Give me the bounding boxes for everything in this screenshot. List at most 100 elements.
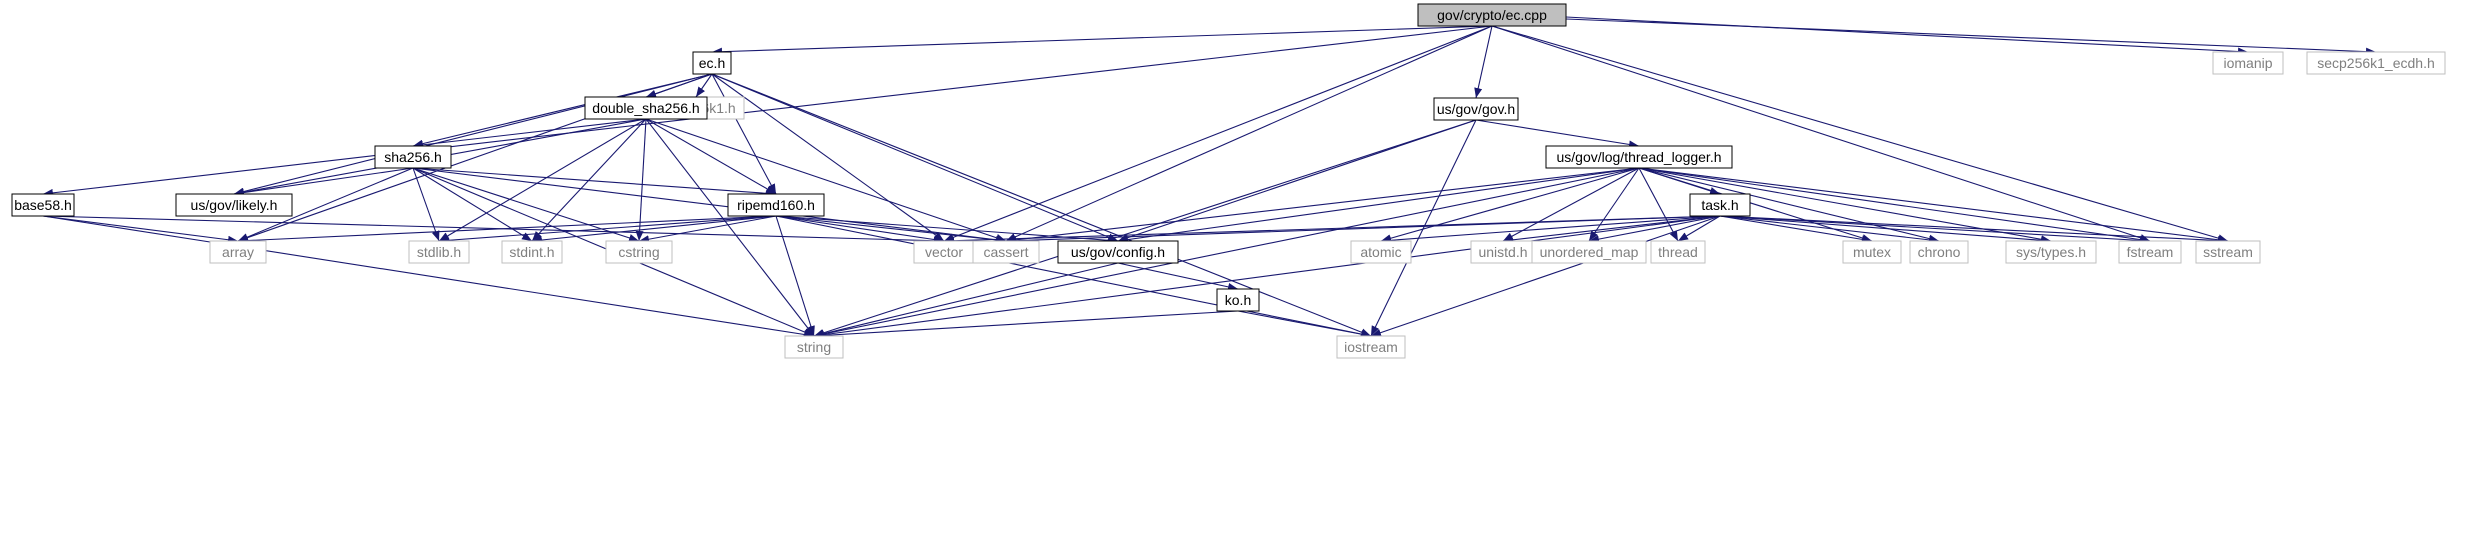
edge-tlog-to-atomic [1380,167,1640,243]
node-label: iostream [1344,339,1398,355]
edge [237,215,777,245]
edge-task-to-chrono [1719,215,1940,244]
edge-base58-to-vector [42,215,945,245]
node-label: unordered_map [1540,244,1639,260]
edge-task-to-unistd [1502,215,1721,244]
edge [412,118,647,149]
edge-ripemd-to-cassert [775,215,1007,244]
node-label: us/gov/likely.h [191,197,278,213]
edge [438,215,777,245]
node-cstring: cstring [605,240,673,264]
edge [813,119,1477,337]
edge [1638,167,1679,242]
edge-root-to-ec_h [711,25,1493,56]
node-box [1216,288,1260,312]
edge [635,118,647,242]
edge [1491,25,2151,242]
edge-task-to-cassert [1005,215,1721,245]
node-box [2212,51,2284,75]
edge [1638,167,1873,242]
node-iomanip: iomanip [2212,51,2284,75]
node-box [501,240,563,264]
node-box [1689,193,1751,217]
edge [775,215,815,337]
edge [1005,25,1493,242]
nodes-layer: gov/crypto/ec.cpp ec.h iomanip secp256k1_ec… [11,3,2446,359]
node-ecdh: secp256k1_ecdh.h [2306,51,2446,75]
edge-task-to-iostream [1370,215,1721,337]
edge-tlog-to-umap [1588,167,1640,242]
node-box [374,145,452,169]
edge [1677,215,1721,242]
edge-ripemd-to-vector [775,215,945,244]
node-label: cstring [618,244,659,260]
node-root[interactable]: gov/crypto/ec.cpp [1417,3,1567,27]
edge-root-to-ecdh [1565,18,2377,56]
node-tlog[interactable]: us/gov/log/thread_logger.h [1545,145,1733,169]
edge [1719,215,2151,245]
node-box [1909,240,1969,264]
edge [1638,167,2151,244]
node-likely[interactable]: us/gov/likely.h [175,193,293,217]
node-box [2118,240,2182,264]
node-box [175,193,293,217]
edge [1502,215,1721,244]
node-box [1531,240,1647,264]
node-config[interactable]: us/gov/config.h [1057,240,1179,264]
edge-govh-to-iostream [1370,119,1477,337]
node-label: string [797,339,831,355]
node-ripemd[interactable]: ripemd160.h [727,193,825,217]
edge-sha-to-array [237,167,414,242]
node-label: sha256.h [384,149,442,165]
edge-dsha-to-cstring [635,118,647,242]
edge-ripemd-to-string [775,215,815,337]
edge-tlog-to-mutex [1638,167,1873,242]
edge-ripemd-to-cstring [638,215,777,244]
edge [775,215,945,244]
edge-dsha-to-sha [412,118,647,149]
node-box [1417,3,1567,27]
node-box [1433,97,1519,121]
edge [1370,119,1477,337]
edge [645,118,815,337]
node-fstream: fstream [2118,240,2182,264]
edge [1565,18,2377,56]
edge-dsha-to-ripemd [645,118,777,195]
edge [1719,215,2052,245]
edge [813,310,1239,340]
edge-root-to-iomanip [1565,16,2249,56]
node-ko[interactable]: ko.h [1216,288,1260,312]
edge [1005,167,1640,244]
edge [695,73,713,98]
edge [1380,167,1640,243]
edge-govh-to-tlog [1475,119,1640,149]
edge [1117,119,1477,242]
edge-ko-to-string [813,310,1239,340]
node-dsha[interactable]: double_sha256.h [584,96,708,120]
node-govh[interactable]: us/gov/gov.h [1433,97,1519,121]
edge-ec_h-to-vector [711,73,945,242]
node-label: mutex [1853,244,1891,260]
node-task[interactable]: task.h [1689,193,1751,217]
node-thread: thread [1650,240,1706,264]
edge [1005,215,1721,245]
edge [813,262,1119,338]
node-ec_h[interactable]: ec.h [692,51,732,75]
edge [645,118,777,195]
edge [1370,215,1721,337]
edge [412,167,640,242]
edge-dsha-to-stdlib [438,118,647,242]
node-base58[interactable]: base58.h [11,193,75,217]
node-box [1057,240,1179,264]
edge-base58-to-string [42,215,815,339]
edge [42,215,945,245]
edge [711,73,1119,242]
edge [531,215,777,244]
edge-root-to-vector [943,25,1493,242]
node-label: sys/types.h [2016,244,2086,260]
node-sha[interactable]: sha256.h [374,145,452,169]
edge [1117,167,1640,244]
node-label: thread [1658,244,1698,260]
node-label: ripemd160.h [737,197,815,213]
